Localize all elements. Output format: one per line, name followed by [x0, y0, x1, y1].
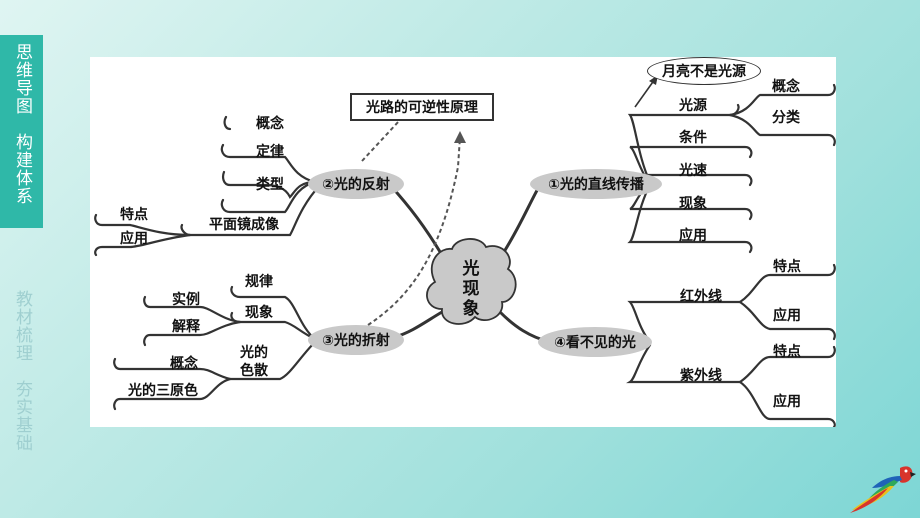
label-light-speed: 光速: [679, 163, 707, 179]
label-straight-phenomenon: 现象: [679, 196, 707, 212]
note-box-reversibility: 光路的可逆性原理: [350, 93, 494, 121]
label-dispersion-line2: 色散: [240, 363, 268, 379]
label-reflection-law: 定律: [256, 144, 284, 160]
label-ultraviolet-feature: 特点: [773, 344, 801, 360]
label-dispersion-concept: 概念: [170, 356, 198, 372]
label-light-source: 光源: [679, 98, 707, 114]
sidebar-subtitle: 教材梳理 夯实基础: [12, 290, 32, 452]
label-refraction-phenomenon: 现象: [245, 305, 273, 321]
center-topic: 光现象: [462, 259, 480, 319]
parrot-icon: [850, 466, 916, 513]
label-straight-application: 应用: [679, 228, 707, 244]
center-cloud: [426, 238, 517, 325]
label-reflection-type: 类型: [256, 177, 284, 193]
node-invisible-light: ④看不见的光: [538, 327, 652, 357]
label-dispersion-line1: 光的: [240, 345, 268, 361]
label-source-classification: 分类: [772, 110, 800, 126]
label-condition: 条件: [679, 130, 707, 146]
label-ultraviolet-application: 应用: [773, 394, 801, 410]
sidebar-tab[interactable]: 思维导图 构建体系: [0, 35, 43, 228]
node-reflection: ②光的反射: [308, 169, 404, 199]
mindmap-lines: [94, 75, 836, 427]
label-infrared-feature: 特点: [773, 259, 801, 275]
label-mirror-feature: 特点: [120, 207, 148, 223]
node-straight-propagation: ①光的直线传播: [530, 169, 662, 199]
label-ultraviolet: 紫外线: [680, 368, 722, 384]
note-oval-moon: 月亮不是光源: [647, 57, 761, 85]
label-plane-mirror: 平面镜成像: [209, 217, 279, 233]
label-infrared-application: 应用: [773, 308, 801, 324]
node-refraction: ③光的折射: [308, 325, 404, 355]
label-mirror-application: 应用: [120, 231, 148, 247]
label-refraction-rule: 规律: [245, 274, 273, 290]
mindmap-panel: 光现象 光路的可逆性原理 月亮不是光源 ②光的反射 概念 定律 类型 平面镜成像…: [90, 57, 836, 427]
label-three-primary-colors: 光的三原色: [128, 383, 198, 399]
label-refraction-explanation: 解释: [172, 319, 200, 335]
label-reflection-concept: 概念: [256, 116, 284, 132]
label-infrared: 红外线: [680, 289, 722, 305]
label-source-concept: 概念: [772, 79, 800, 95]
label-refraction-example: 实例: [172, 292, 200, 308]
